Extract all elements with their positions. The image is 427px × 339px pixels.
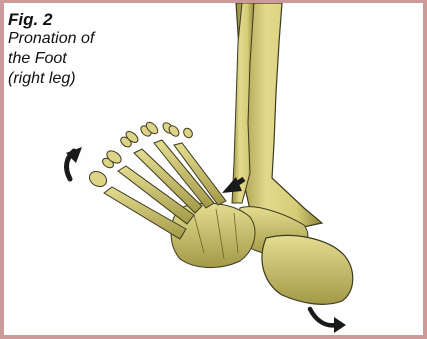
- caption-line-1: Pronation of: [8, 29, 158, 49]
- curved-arrow-bottom-icon: [310, 309, 336, 325]
- caption-line-3: (right leg): [8, 69, 158, 89]
- figure-panel: Fig. 2 Pronation of the Foot (right leg): [4, 3, 423, 335]
- figure-label: Fig. 2: [8, 10, 158, 29]
- calcaneus-bone: [262, 235, 353, 304]
- caption-line-2: the Foot: [8, 49, 158, 69]
- figure-caption: Fig. 2 Pronation of the Foot (right leg): [8, 10, 158, 89]
